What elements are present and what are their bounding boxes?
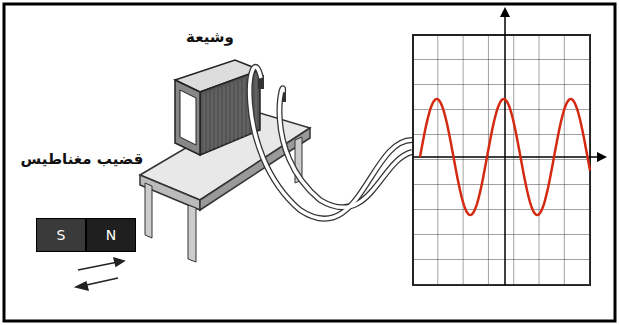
wires — [250, 67, 412, 219]
frame — [4, 4, 615, 321]
coil-label: وشيعة — [186, 28, 234, 46]
pole-label: N — [106, 227, 116, 243]
magnet-south: S — [36, 218, 86, 252]
motion-arrows — [76, 258, 124, 290]
sine-wave — [420, 99, 590, 215]
coil — [175, 60, 286, 155]
magnet-label: قضيب مغناطيس — [21, 150, 144, 168]
magnet-north: N — [86, 218, 136, 252]
oscilloscope-screen — [413, 7, 607, 285]
pole-label: S — [57, 227, 66, 243]
